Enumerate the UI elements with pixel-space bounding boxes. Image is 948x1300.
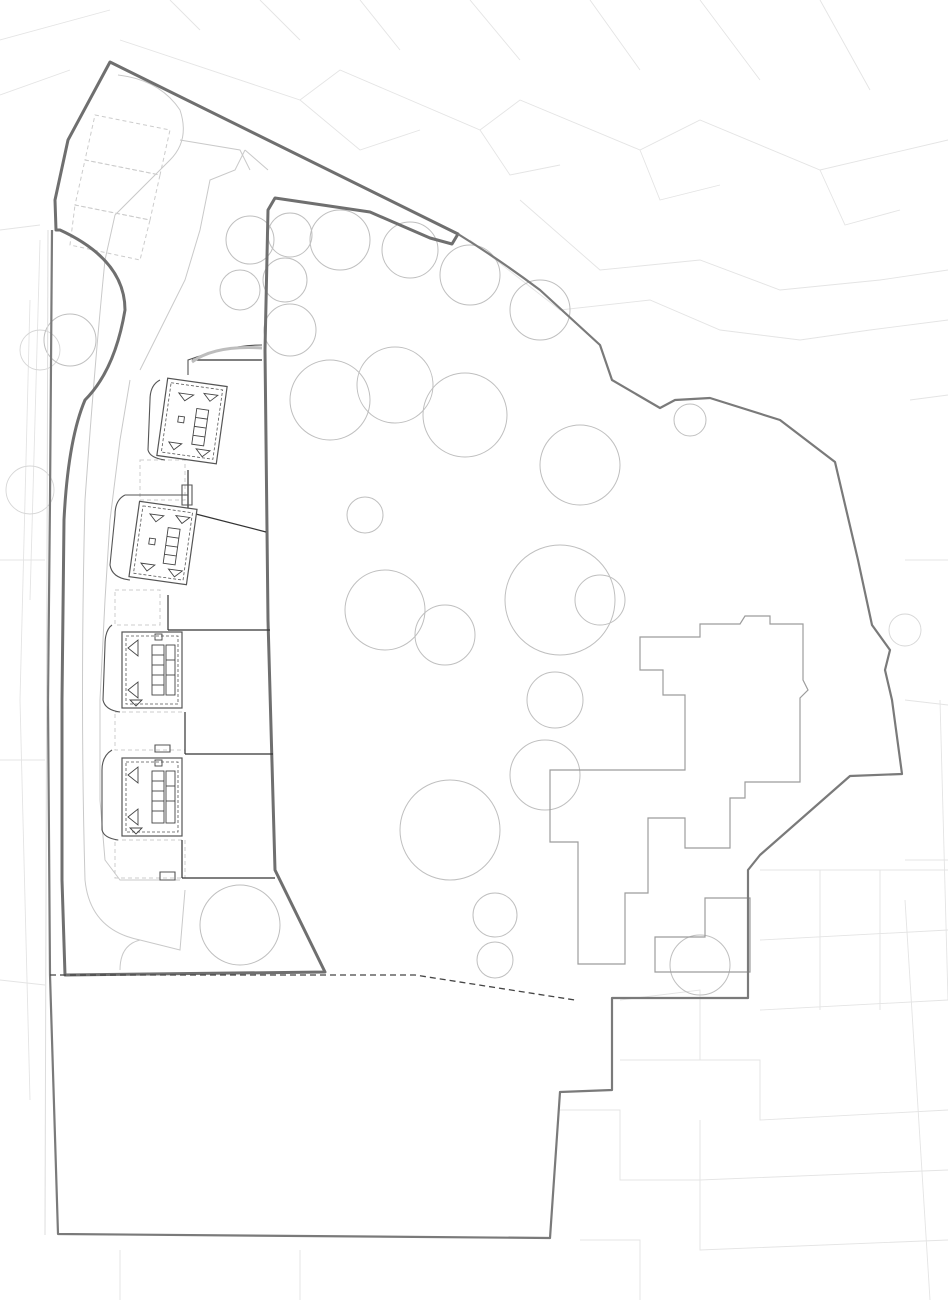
trees-in-site xyxy=(43,209,731,996)
boundary-wall-curve xyxy=(191,346,263,364)
dwelling-2 xyxy=(128,500,198,586)
dwelling-4 xyxy=(121,757,183,837)
dwelling-3 xyxy=(121,631,183,709)
context-trees xyxy=(5,329,922,647)
drawing-edge-line xyxy=(44,229,49,1236)
garden-walls xyxy=(101,344,263,881)
dwelling-1 xyxy=(156,377,228,465)
access-road xyxy=(82,74,269,971)
plot-lines xyxy=(167,359,275,879)
site-boundary-outer xyxy=(53,60,460,977)
existing-building-footprint xyxy=(549,615,809,965)
phase-division-line xyxy=(50,974,576,1001)
site-boundary-wider xyxy=(46,229,904,1240)
existing-annex-footprint xyxy=(654,897,751,973)
